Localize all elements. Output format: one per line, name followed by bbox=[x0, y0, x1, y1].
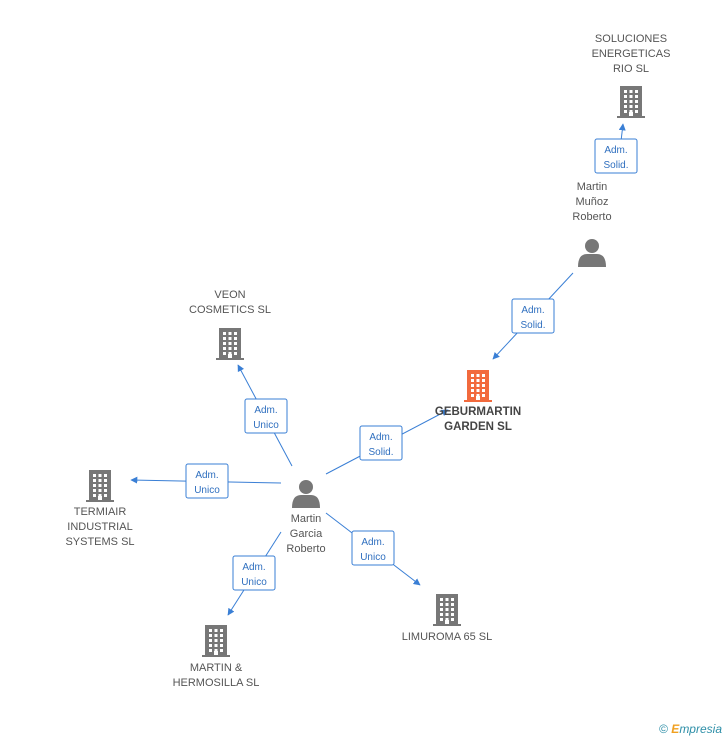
node-label-line: TERMIAIR bbox=[74, 506, 127, 518]
node-label-line: INDUSTRIAL bbox=[67, 521, 132, 533]
node-label-line: ENERGETICAS bbox=[592, 48, 671, 60]
role-label-line: Unico bbox=[194, 485, 220, 496]
node-label-line: SYSTEMS SL bbox=[65, 536, 134, 548]
node-label-line: COSMETICS SL bbox=[189, 304, 271, 316]
role-label-line: Unico bbox=[253, 420, 279, 431]
role-label-line: Solid. bbox=[520, 320, 545, 331]
brand-name: mpresia bbox=[679, 722, 722, 736]
node-soluciones[interactable]: SOLUCIONES ENERGETICAS RIO SL bbox=[592, 33, 671, 118]
node-label-line: Roberto bbox=[572, 211, 611, 223]
edge-garcia-hermosilla: Adm. Unico bbox=[227, 531, 282, 616]
node-label-line: Martin bbox=[577, 181, 608, 193]
role-badge[interactable]: Adm. Solid. bbox=[594, 138, 638, 174]
node-label-line: MARTIN & bbox=[190, 662, 243, 674]
role-label-line: Adm. bbox=[242, 562, 265, 573]
role-badge[interactable]: Adm. Unico bbox=[185, 463, 229, 499]
node-label-line: Martin bbox=[291, 513, 322, 525]
role-label-line: Unico bbox=[241, 577, 267, 588]
node-label-line: LIMUROMA 65 SL bbox=[402, 631, 492, 643]
building-icon bbox=[433, 594, 461, 626]
role-badge[interactable]: Adm. Solid. bbox=[359, 425, 403, 461]
building-icon bbox=[216, 328, 244, 360]
role-badge[interactable]: Adm. Unico bbox=[244, 398, 288, 434]
footer-brand: © Empresia bbox=[659, 722, 722, 736]
node-label-line: Roberto bbox=[286, 543, 325, 555]
edges-layer: Adm.Solid.Adm.Solid.Adm.Solid.Adm.UnicoA… bbox=[130, 123, 638, 616]
role-label-line: Unico bbox=[360, 552, 386, 563]
copyright-symbol: © bbox=[659, 722, 668, 736]
node-hermosilla[interactable]: MARTIN & HERMOSILLA SL bbox=[173, 625, 260, 689]
edge-garcia-geburmartin: Adm. Solid. bbox=[325, 409, 449, 475]
edge-munoz-geburmartin: Adm. Solid. bbox=[492, 272, 574, 360]
node-label-line: VEON bbox=[214, 289, 245, 301]
brand-initial: E bbox=[671, 722, 680, 736]
person-icon bbox=[578, 239, 606, 267]
role-badge[interactable]: Adm. Unico bbox=[351, 530, 395, 566]
node-label-line: SOLUCIONES bbox=[595, 33, 667, 45]
building-icon bbox=[464, 370, 492, 402]
building-icon bbox=[202, 625, 230, 657]
node-veon[interactable]: VEON COSMETICS SL bbox=[189, 289, 271, 360]
node-label-line: GEBURMARTIN bbox=[435, 406, 521, 418]
node-label-line: Garcia bbox=[290, 528, 323, 540]
role-label-line: Adm. bbox=[254, 405, 277, 416]
role-label-line: Adm. bbox=[369, 432, 392, 443]
role-label-line: Adm. bbox=[361, 537, 384, 548]
role-label-line: Adm. bbox=[195, 470, 218, 481]
role-label-line: Solid. bbox=[603, 160, 628, 171]
node-geburmartin[interactable]: GEBURMARTIN GARDEN SL bbox=[435, 370, 521, 433]
building-icon bbox=[86, 470, 114, 502]
edge-garcia-termiair: Adm. Unico bbox=[130, 463, 282, 499]
role-label-line: Adm. bbox=[521, 305, 544, 316]
node-label-line: HERMOSILLA SL bbox=[173, 677, 260, 689]
role-badge[interactable]: Adm. Unico bbox=[232, 555, 276, 591]
role-badge[interactable]: Adm. Solid. bbox=[511, 298, 555, 334]
node-limuroma[interactable]: LIMUROMA 65 SL bbox=[402, 594, 492, 643]
edge-garcia-veon: Adm. Unico bbox=[237, 364, 293, 467]
role-label-line: Adm. bbox=[604, 145, 627, 156]
node-label-line: RIO SL bbox=[613, 63, 649, 75]
role-label-line: Solid. bbox=[368, 447, 393, 458]
building-icon bbox=[617, 86, 645, 118]
node-termiair[interactable]: TERMIAIR INDUSTRIAL SYSTEMS SL bbox=[65, 470, 135, 548]
person-icon bbox=[292, 480, 320, 508]
edge-garcia-limuroma: Adm. Unico bbox=[325, 512, 421, 586]
node-label-line: Muñoz bbox=[575, 196, 608, 208]
node-label-line: GARDEN SL bbox=[444, 421, 512, 433]
edge-munoz-soluciones: Adm. Solid. bbox=[594, 123, 638, 174]
